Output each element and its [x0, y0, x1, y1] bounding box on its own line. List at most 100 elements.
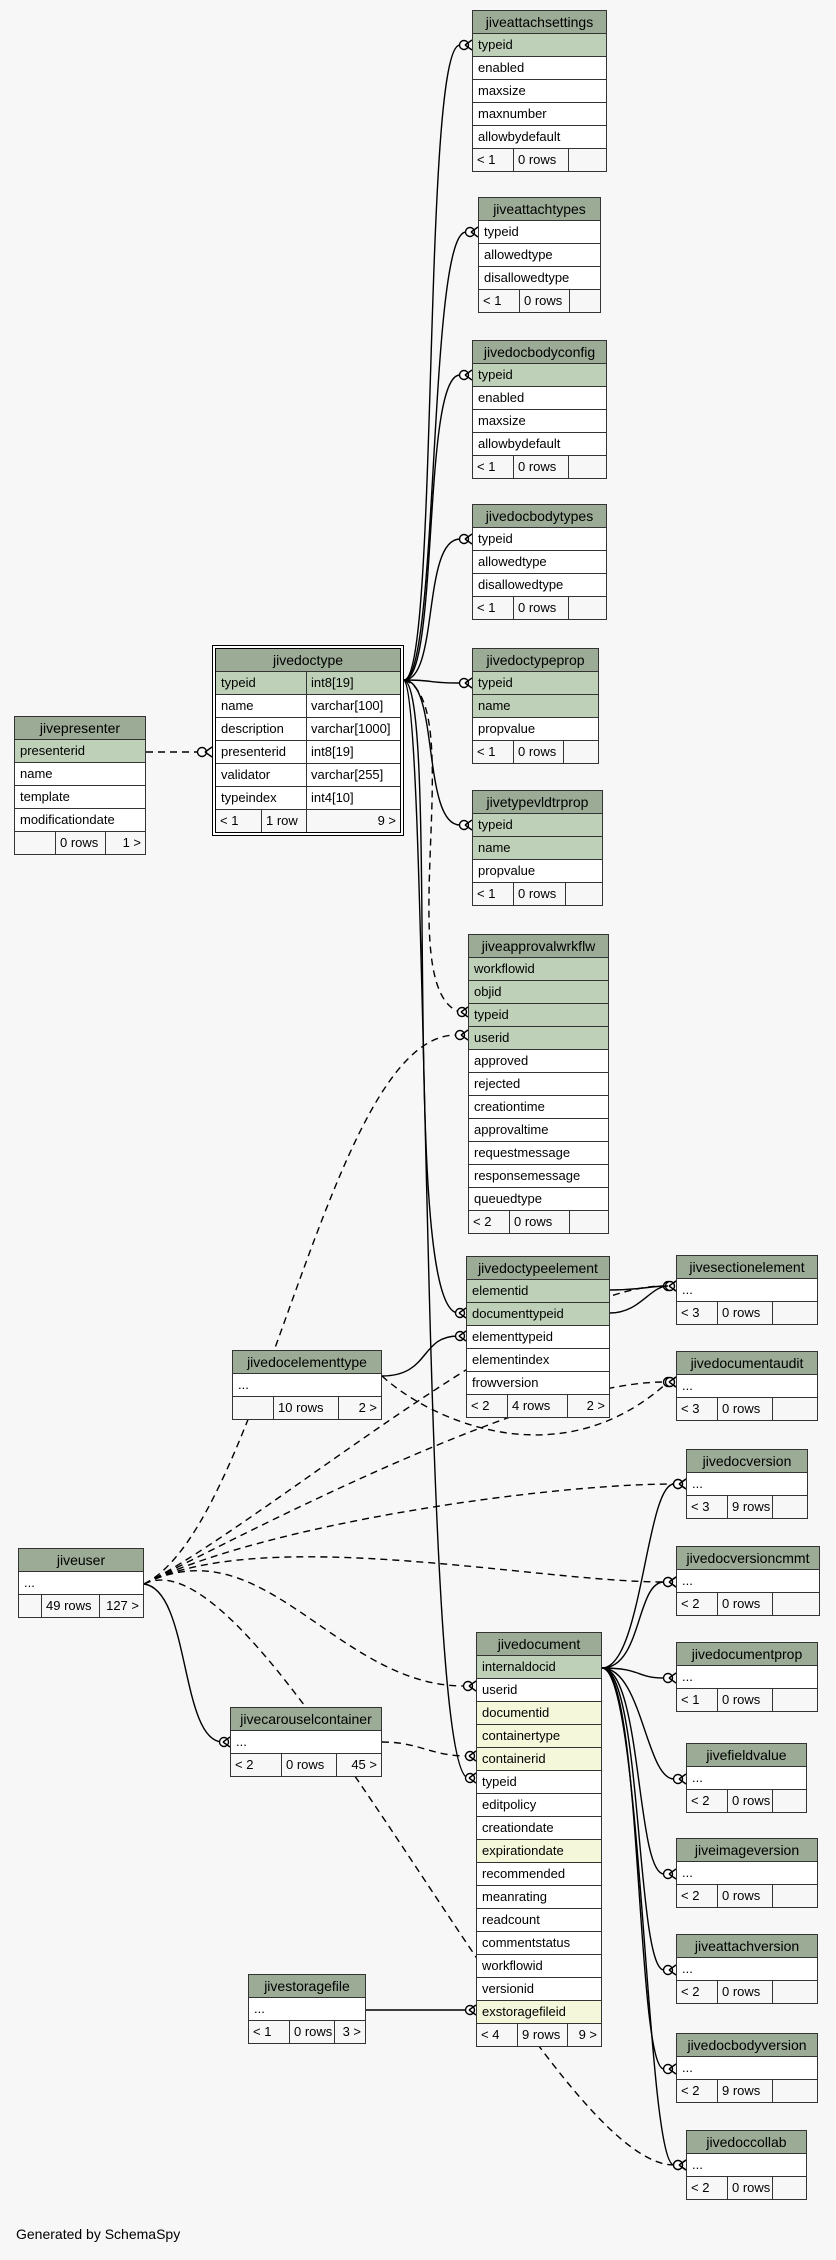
column-row[interactable]: ... — [231, 1731, 381, 1754]
row-count[interactable]: 0 rows — [717, 1689, 772, 1711]
column-row[interactable]: typeid — [473, 814, 602, 837]
row-count[interactable]: 0 rows — [717, 1593, 772, 1615]
child-count[interactable] — [772, 2177, 806, 2199]
column-row[interactable]: enabled — [473, 387, 606, 410]
column-row[interactable]: approved — [469, 1050, 608, 1073]
column-row[interactable]: typeid — [477, 1771, 601, 1794]
child-count[interactable] — [772, 1689, 817, 1711]
parent-count[interactable]: < 1 — [253, 2024, 272, 2039]
column-row[interactable]: containerid — [477, 1748, 601, 1771]
row-count[interactable]: 0 rows — [519, 290, 569, 312]
table-title[interactable]: jiveattachtypes — [479, 198, 600, 221]
column-row[interactable]: workflowid — [477, 1955, 601, 1978]
row-count[interactable]: 9 rows — [727, 1496, 772, 1518]
row-count[interactable]: 0 rows — [281, 1754, 336, 1776]
table-title[interactable]: jiveimageversion — [677, 1839, 817, 1862]
row-count[interactable]: 0 rows — [513, 883, 565, 905]
column-row[interactable]: propvalue — [473, 860, 602, 883]
child-count[interactable]: 127 > — [99, 1595, 143, 1617]
child-count[interactable] — [568, 456, 606, 478]
column-row[interactable]: containertype — [477, 1725, 601, 1748]
row-count[interactable]: 9 rows — [717, 2080, 772, 2102]
column-row[interactable]: name — [473, 695, 598, 718]
column-row[interactable]: creationdate — [477, 1817, 601, 1840]
column-row[interactable]: ... — [19, 1572, 143, 1595]
table-title[interactable]: jivedocbodyversion — [677, 2034, 817, 2057]
table-title[interactable]: jivedocumentprop — [677, 1643, 817, 1666]
column-row[interactable]: readcount — [477, 1909, 601, 1932]
child-count[interactable] — [772, 1593, 819, 1615]
column-row[interactable]: ... — [233, 1374, 381, 1397]
column-row[interactable]: meanrating — [477, 1886, 601, 1909]
parent-count[interactable]: < 4 — [481, 2027, 500, 2042]
child-count[interactable]: 2 > — [338, 1397, 381, 1419]
child-count[interactable] — [772, 1398, 817, 1420]
column-row[interactable]: recommended — [477, 1863, 601, 1886]
column-row[interactable]: typeid — [473, 528, 606, 551]
parent-count[interactable]: < 3 — [681, 1401, 700, 1416]
table-title[interactable]: jivecarouselcontainer — [231, 1708, 381, 1731]
child-count[interactable] — [772, 1302, 817, 1324]
column-row[interactable]: maxsize — [473, 410, 606, 433]
child-count[interactable]: 2 > — [567, 1395, 609, 1417]
table-title[interactable]: jivedocversioncmmt — [677, 1547, 819, 1570]
table-title[interactable]: jivedoctype — [216, 649, 400, 672]
column-row[interactable]: maxnumber — [473, 103, 606, 126]
column-row[interactable]: documentid — [477, 1702, 601, 1725]
column-row[interactable]: ... — [677, 1279, 817, 1302]
child-count[interactable]: 9 > — [567, 2024, 601, 2046]
parent-count[interactable]: < 1 — [477, 459, 496, 474]
row-count[interactable]: 0 rows — [717, 1885, 772, 1907]
column-row[interactable]: propvalue — [473, 718, 598, 741]
table-title[interactable]: jivepresenter — [15, 717, 145, 740]
child-count[interactable]: 3 > — [334, 2021, 365, 2043]
column-row[interactable]: versionid — [477, 1978, 601, 2001]
column-row[interactable]: userid — [477, 1679, 601, 1702]
table-title[interactable]: jiveapprovalwrkflw — [469, 935, 608, 958]
table-title[interactable]: jiveattachversion — [677, 1935, 817, 1958]
table-title[interactable]: jivesectionelement — [677, 1256, 817, 1279]
column-row[interactable]: ... — [677, 1666, 817, 1689]
child-count[interactable] — [772, 1885, 817, 1907]
table-title[interactable]: jivedocumentaudit — [677, 1352, 817, 1375]
column-row[interactable]: typeid — [479, 221, 600, 244]
parent-count[interactable]: < 2 — [235, 1757, 254, 1772]
table-title[interactable]: jivetypevldtrprop — [473, 791, 602, 814]
table-title[interactable]: jivedoctypeprop — [473, 649, 598, 672]
child-count[interactable]: 1 > — [105, 832, 145, 854]
child-count[interactable] — [772, 2080, 817, 2102]
table-title[interactable]: jivedocument — [477, 1633, 601, 1656]
column-row[interactable]: rejected — [469, 1073, 608, 1096]
column-row[interactable]: userid — [469, 1027, 608, 1050]
column-row[interactable]: frowversion — [467, 1372, 609, 1395]
parent-count[interactable]: < 2 — [681, 1984, 700, 1999]
parent-count[interactable]: < 1 — [477, 886, 496, 901]
column-row[interactable]: documenttypeid — [467, 1303, 609, 1326]
row-count[interactable]: 0 rows — [513, 741, 563, 763]
column-row[interactable]: elementindex — [467, 1349, 609, 1372]
column-row[interactable]: template — [15, 786, 145, 809]
parent-count[interactable] — [15, 832, 55, 854]
child-count[interactable] — [568, 597, 606, 619]
column-row[interactable]: commentstatus — [477, 1932, 601, 1955]
row-count[interactable]: 0 rows — [513, 456, 568, 478]
column-row[interactable]: modificationdate — [15, 809, 145, 832]
